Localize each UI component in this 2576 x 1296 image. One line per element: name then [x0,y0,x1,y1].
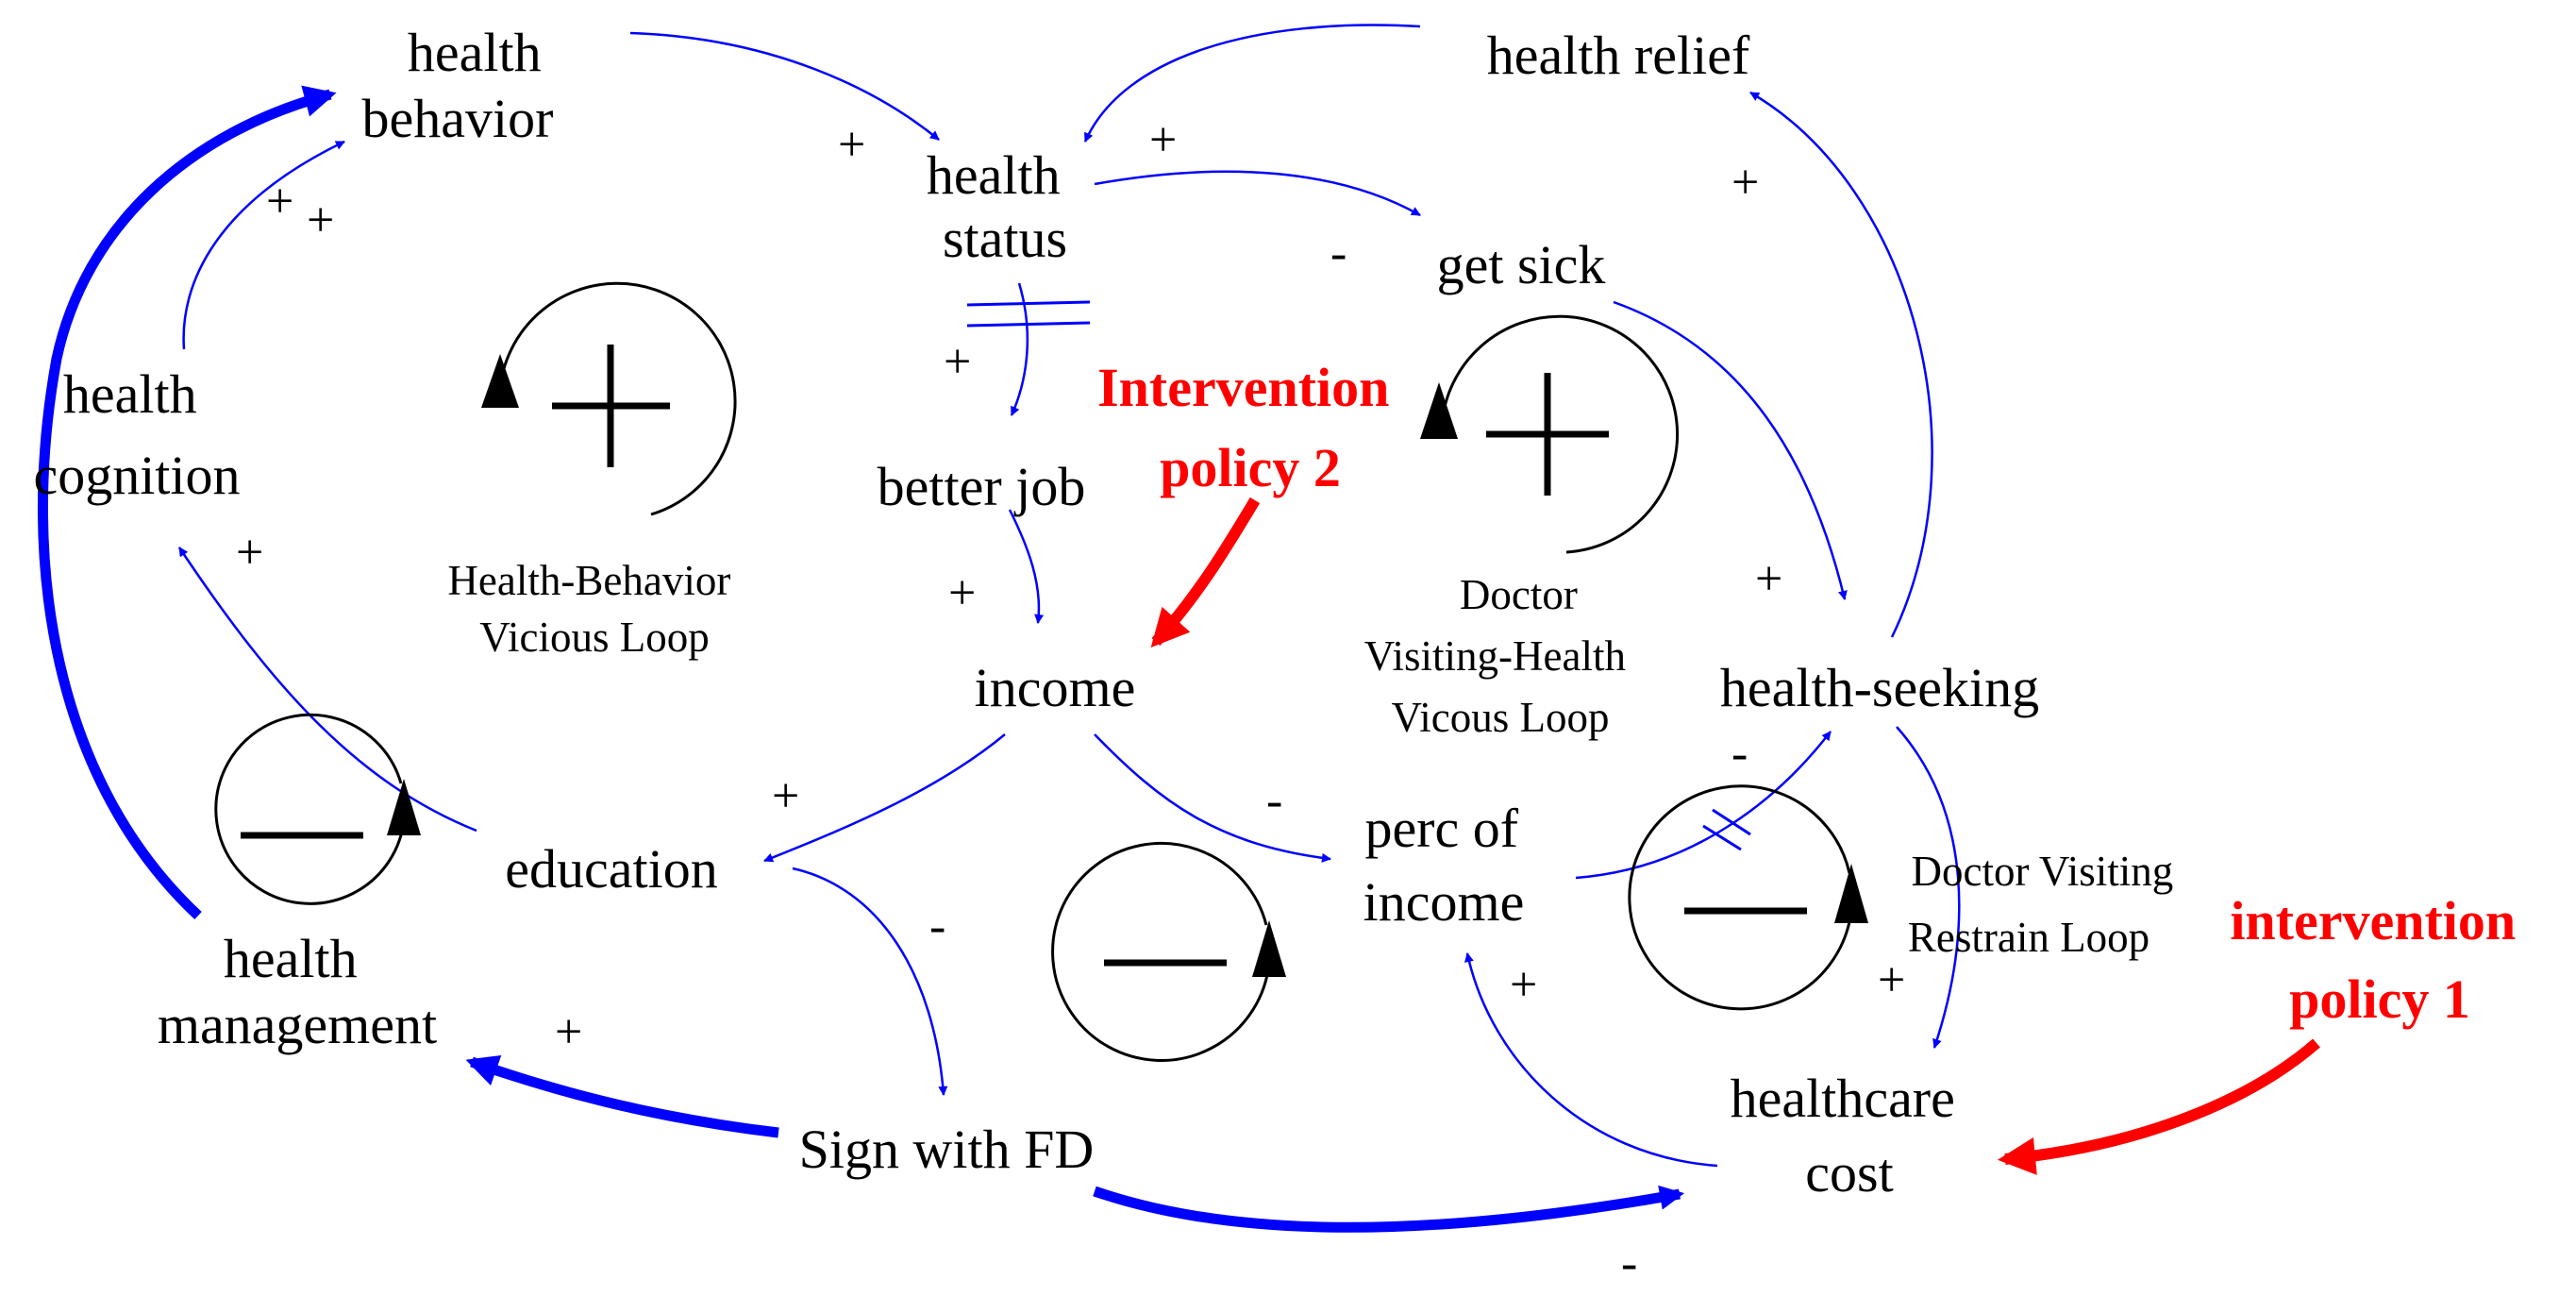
node-labels: health behavior health status health rel… [33,22,2039,1203]
sign-health-status-to-get-sick: - [1330,227,1347,280]
sign-health-seeking-to-health-relief: + [1731,156,1759,210]
sign-education-to-health-cognition: + [236,526,263,580]
link-health-status-to-get-sick [1094,170,1421,217]
node-healthcare-cost: healthcare cost [1731,1068,1969,1203]
sign-healthcare-cost-to-perc-of-income: + [1510,958,1537,1012]
node-education: education [505,838,717,900]
sign-income-to-perc-of-income: - [1266,774,1282,828]
loop-indicator-doctor-visiting-health [1420,314,1679,554]
intervention-arrows [1150,497,2320,1175]
node-health-cognition: health cognition [33,363,240,506]
loop-indicator-education [214,713,421,905]
link-get-sick-to-health-seeking [1613,300,1848,600]
node-get-sick: get sick [1437,234,1606,295]
sign-income-to-education: + [772,769,799,823]
intervention-labels: Intervention policy 2 intervention polic… [1097,357,2529,1030]
sign-education-to-sign-with-fd: - [929,900,945,953]
intervention-policy-1-arrow [1998,1038,2320,1175]
link-health-seeking-to-health-relief [1749,91,1933,638]
node-perc-of-income: perc of income [1363,798,1532,933]
intervention-policy-2-arrow [1150,497,1261,648]
delay-marks [966,300,1751,851]
link-income-to-education [763,733,1006,863]
loop-indicator-health-behavior [481,281,737,516]
sign-perc-of-income-to-health-seeking: - [1731,727,1748,781]
sign-health-relief-to-health-status: + [1149,113,1177,167]
loop-name-health-behavior-vicious: Health-Behavior Vicious Loop [447,557,741,661]
node-better-job: better job [878,456,1086,517]
thick-links [37,85,1685,1233]
sign-sign-with-fd-to-healthcare-cost: - [1621,1237,1637,1290]
causal-links [177,24,1961,1168]
loop-names: Health-Behavior Vicious Loop Doctor Visi… [447,557,2184,961]
sign-health-seeking-to-healthcare-cost: + [1878,953,1905,1007]
node-health-relief: health relief [1487,25,1750,86]
node-health-seeking: health-seeking [1720,657,2039,718]
node-sign-with-fd: Sign with FD [799,1119,1095,1180]
sign-health-cognition-to-health-behavior-b: + [307,194,334,247]
link-health-cognition-to-health-behavior [182,140,345,350]
link-better-job-to-income [1008,509,1045,624]
link-health-status-to-better-job [1010,282,1029,416]
intervention-policy-1-label: intervention policy 1 [2230,890,2529,1030]
intervention-policy-2-label: Intervention policy 2 [1097,357,1403,498]
node-health-management: health management [158,928,437,1055]
link-sign-with-fd-to-healthcare-cost [1093,1185,1685,1233]
loop-indicator-income [1051,841,1286,1062]
sign-sign-with-fd-to-health-management: + [555,1005,582,1059]
node-income: income [975,657,1136,718]
loop-indicator-doctor-visiting-restrain [1628,784,1868,1011]
loop-name-doctor-visiting-restrain: Doctor Visiting Restrain Loop [1908,848,2184,961]
sign-better-job-to-income: + [948,566,976,620]
link-education-to-health-cognition [177,547,477,833]
sign-get-sick-to-health-seeking: + [1755,552,1782,606]
link-perc-of-income-to-health-seeking [1575,731,1832,880]
link-health-management-to-health-behavior [37,85,337,920]
link-health-seeking-to-healthcare-cost [1896,726,1961,1049]
sign-health-status-to-better-job: + [944,335,971,389]
sign-health-cognition-to-health-behavior-a: + [266,175,293,228]
link-health-relief-to-health-status [1083,24,1421,143]
link-healthcare-cost-to-perc-of-income [1464,952,1718,1168]
node-health-behavior: health behavior [362,22,556,149]
link-health-behavior-to-health-status [629,31,940,141]
link-income-to-perc-of-income [1094,733,1331,863]
node-health-status: health status [927,144,1074,269]
loop-name-doctor-visiting-health-vicous: Doctor Visiting-Health Vicous Loop [1364,571,1637,741]
link-education-to-sign-with-fd [792,867,948,1096]
link-sign-with-fd-to-health-management [465,1054,779,1138]
link-signs: + + - + + + + + + - - + + + - + + - [236,113,1905,1290]
sign-health-behavior-to-health-status: + [838,118,865,172]
